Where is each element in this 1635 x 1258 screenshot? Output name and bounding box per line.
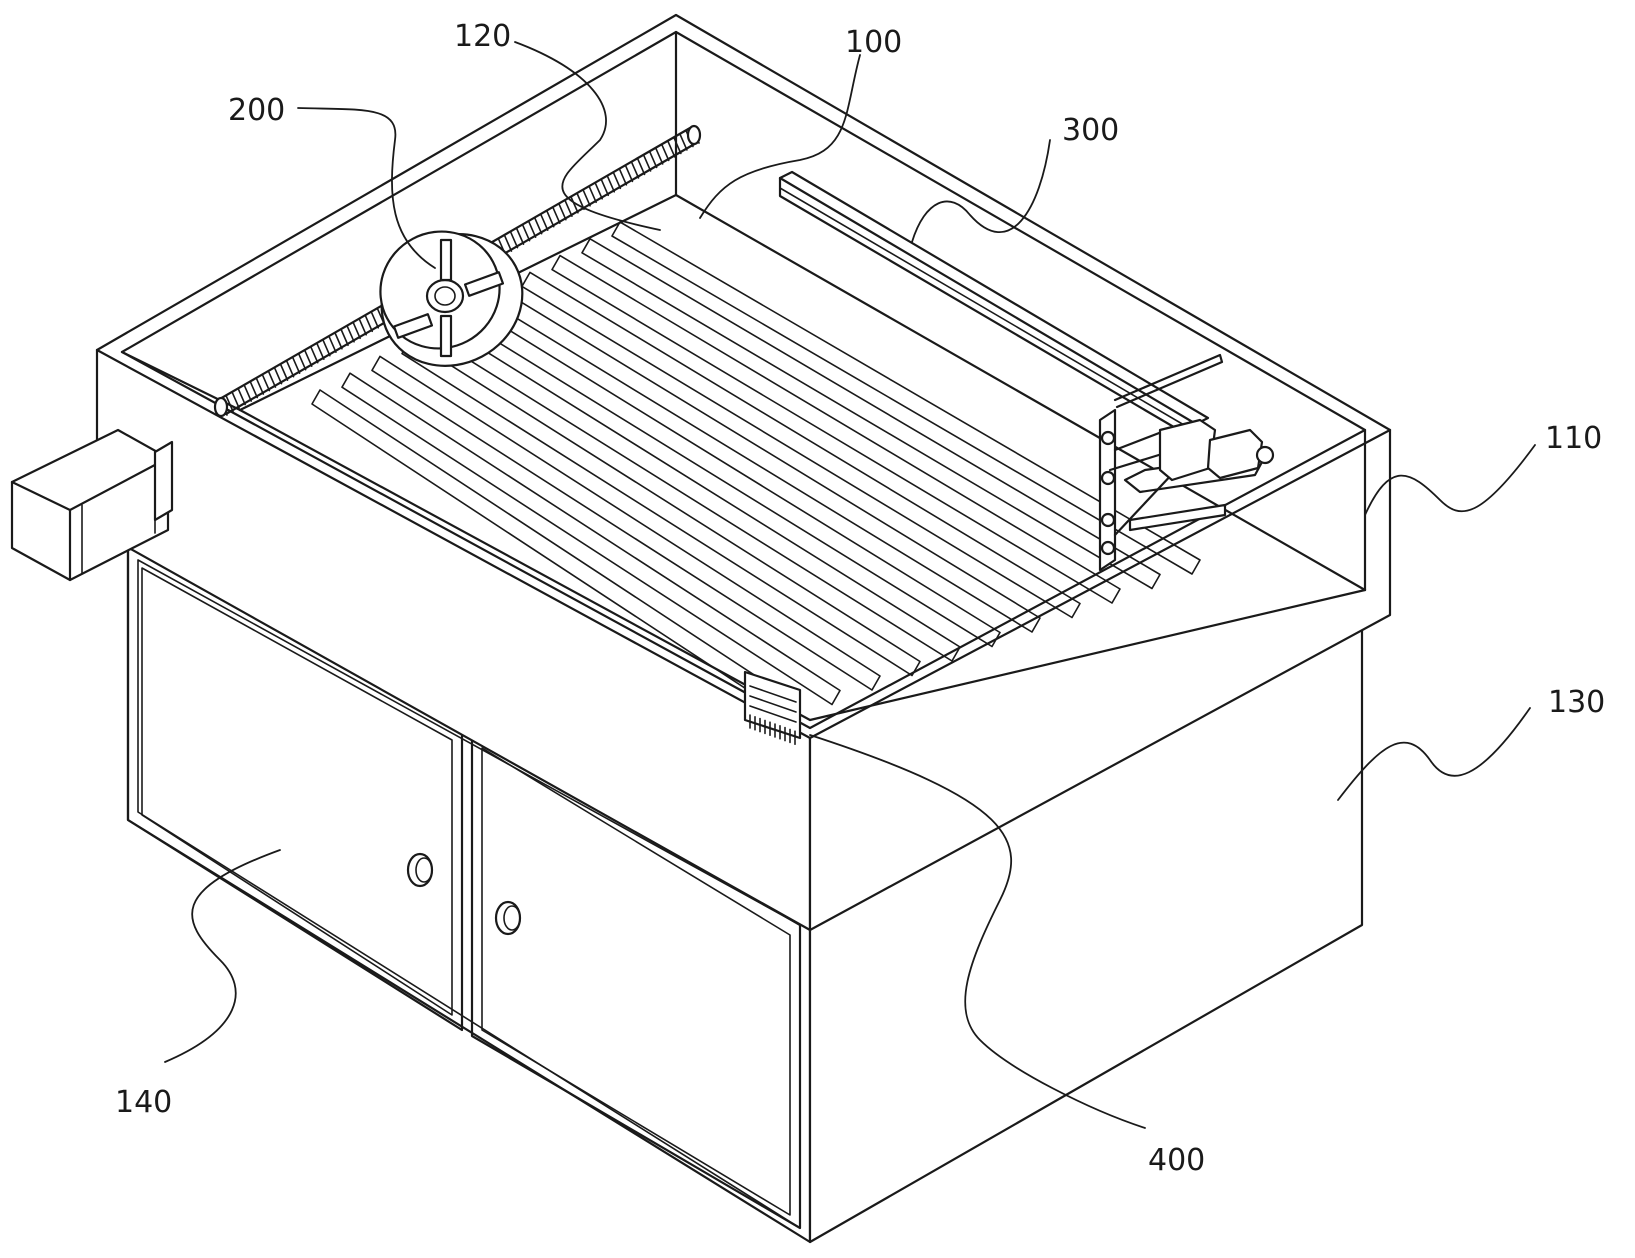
- scraper: [743, 670, 802, 746]
- bed-groove: [491, 288, 1041, 633]
- motor: [10, 428, 174, 582]
- bed-groove: [611, 221, 1201, 575]
- bed-groove: [551, 254, 1121, 604]
- label-200: 200: [228, 93, 285, 128]
- label-130: 130: [1548, 685, 1605, 720]
- tank-box: [95, 13, 1392, 932]
- leader-lines: [164, 41, 1536, 1129]
- chuck-disc: [379, 230, 524, 367]
- bed-groove: [341, 372, 841, 706]
- label-120: 120: [454, 19, 511, 54]
- bed-groove: [521, 271, 1081, 619]
- label-110: 110: [1545, 421, 1602, 456]
- label-140: 140: [115, 1085, 172, 1120]
- label-300: 300: [1062, 113, 1119, 148]
- bed-groove: [581, 238, 1161, 590]
- label-400: 400: [1148, 1143, 1205, 1178]
- label-100: 100: [845, 25, 902, 60]
- clamp-arm: [1098, 408, 1275, 572]
- grooved-bed: [238, 408, 1367, 722]
- bed-groove: [371, 355, 881, 691]
